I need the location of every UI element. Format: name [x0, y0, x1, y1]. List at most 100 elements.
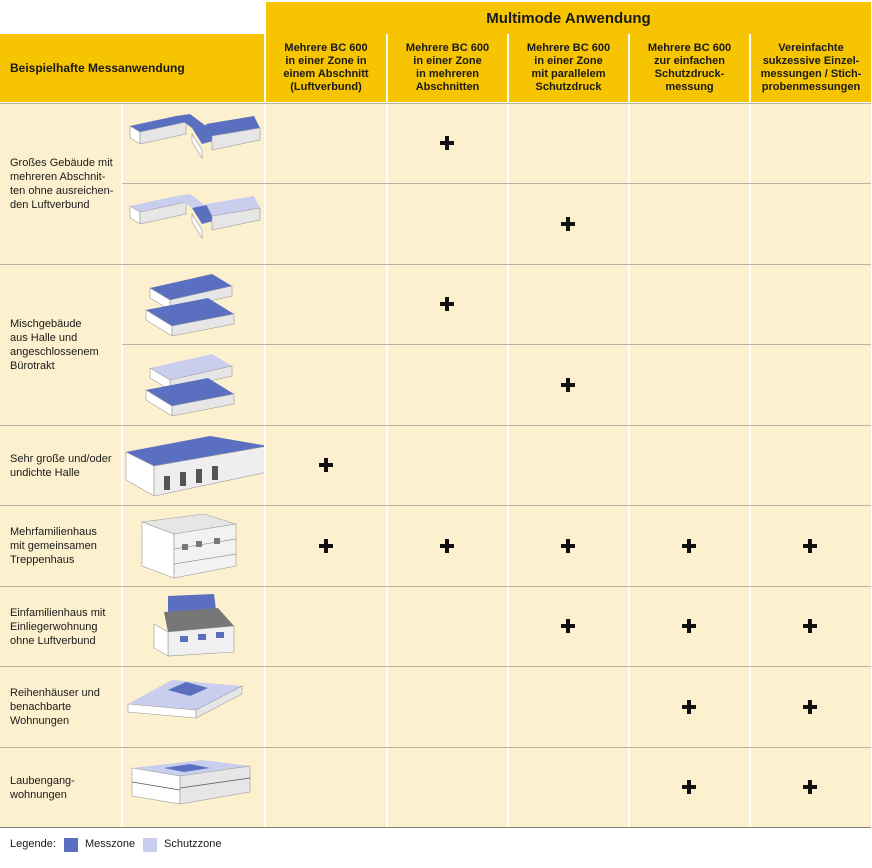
column-header-line: messungen / Stich-: [760, 68, 862, 80]
row-divider: [122, 183, 871, 184]
row-label-line: Reihenhäuser und: [10, 687, 100, 699]
column-header-line: in mehreren: [416, 68, 479, 80]
column-header-line: Mehrere BC 600: [405, 42, 490, 54]
row-label: Großes Gebäude mit mehreren Abschnit- te…: [10, 104, 122, 264]
row-divider: [0, 827, 871, 828]
hall-office-building-illustration: [145, 274, 235, 337]
column-header-line: messung: [665, 81, 714, 93]
row-label-line: wohnungen: [10, 788, 67, 801]
plus-mark: [803, 619, 817, 633]
column-divider: [264, 34, 266, 827]
row-label: Mehrfamilienhaus mit gemeinsamen Treppen…: [10, 506, 122, 586]
plus-mark: [561, 377, 575, 392]
row-label-line: Wohnungen: [10, 715, 70, 727]
apartment-building-illustration: [141, 513, 237, 579]
large-hall-illustration: [125, 436, 264, 497]
row-label-line: benachbarte: [10, 701, 72, 713]
plus-mark: [440, 297, 454, 311]
row-label-header-text: Beispielhafte Messanwendung: [10, 61, 185, 75]
column-divider: [749, 34, 751, 827]
column-header-5: Vereinfachte sukzessive Einzel- messunge…: [751, 34, 871, 102]
column-header-line: Vereinfachte: [778, 42, 844, 54]
plus-mark: [561, 538, 575, 553]
column-header-line: Schutzdruck-: [654, 68, 725, 80]
column-divider: [628, 34, 630, 827]
row-label-line: Großes Gebäude mit: [10, 157, 113, 169]
column-header-line: Mehrere BC 600: [526, 42, 611, 54]
hall-office-building-illustration: [145, 354, 235, 417]
row-divider: [0, 666, 871, 667]
legend-label: Messzone: [85, 838, 136, 850]
plus-mark: [803, 699, 817, 714]
row-label-line: undichte Halle: [10, 466, 80, 479]
column-header-line: probenmessungen: [761, 81, 861, 93]
l-shaped-building-illustration: [129, 114, 261, 160]
column-header-line: Abschnitten: [415, 81, 480, 93]
single-family-house-illustration: [153, 594, 235, 657]
row-label-line: Treppenhaus: [10, 554, 75, 566]
column-header-line: mit parallelem: [531, 68, 606, 80]
column-header-line: Mehrere BC 600: [647, 42, 732, 54]
row-divider: [0, 586, 871, 587]
gallery-apartments-illustration: [131, 760, 251, 805]
row-label-line: aus Halle und: [10, 332, 78, 344]
column-header-line: Mehrere BC 600: [284, 42, 368, 54]
plus-mark: [440, 136, 454, 150]
group-header: Multimode Anwendung: [266, 2, 871, 34]
plus-mark: [319, 458, 333, 472]
row-label-line: Laubengang-: [10, 774, 75, 787]
column-header-line: sukzessive Einzel-: [762, 55, 860, 67]
plus-mark: [319, 538, 333, 553]
plus-mark: [682, 699, 696, 714]
column-header-line: einem Abschnitt: [283, 68, 369, 80]
column-header-2: Mehrere BC 600 in einer Zone in mehreren…: [388, 34, 507, 102]
row-label-line: ohne Luftverbund: [10, 634, 96, 647]
row-houses-illustration: [127, 680, 243, 719]
column-header-line: zur einfachen: [654, 55, 725, 67]
column-divider: [507, 34, 509, 827]
plus-mark: [803, 538, 817, 553]
plus-mark: [440, 538, 454, 553]
row-label: Einfamilienhaus mit Einliegerwohnung ohn…: [10, 587, 122, 666]
row-label-header: Beispielhafte Messanwendung: [0, 34, 264, 102]
column-header-line: in einer Zone: [534, 55, 603, 67]
row-label-line: Sehr große und/oder: [10, 452, 112, 465]
column-header-line: Schutzdruck: [535, 81, 602, 93]
row-label-line: den Luftverbund: [10, 199, 90, 211]
row-label-line: Bürotrakt: [10, 360, 55, 372]
row-divider: [0, 425, 871, 426]
row-divider: [0, 747, 871, 748]
legend-title: Legende:: [10, 838, 56, 850]
plus-mark: [682, 538, 696, 553]
row-label-line: Mehrfamilienhaus: [10, 526, 97, 538]
row-label-line: Mischgebäude: [10, 318, 82, 330]
plus-mark: [803, 780, 817, 794]
plus-mark: [682, 619, 696, 633]
plus-mark: [561, 216, 575, 231]
row-label-line: Einliegerwohnung: [10, 620, 98, 633]
row-label-line: mit gemeinsamen: [10, 540, 97, 552]
row-label: Sehr große und/oder undichte Halle: [10, 426, 122, 505]
plus-mark: [682, 780, 696, 794]
row-divider: [0, 264, 871, 265]
row-label: Reihenhäuser und benachbarte Wohnungen: [10, 667, 122, 747]
row-label-line: angeschlossenem: [10, 346, 99, 358]
l-shaped-building-illustration: [129, 194, 261, 240]
row-divider: [0, 505, 871, 506]
legend-label: Schutzzone: [164, 838, 222, 850]
column-header-1: Mehrere BC 600 in einer Zone in einem Ab…: [266, 34, 386, 102]
plus-mark: [561, 619, 575, 633]
row-label: Laubengang- wohnungen: [10, 748, 122, 827]
column-header-4: Mehrere BC 600 zur einfachen Schutzdruck…: [630, 34, 749, 102]
row-label-line: ten ohne ausreichen-: [10, 185, 114, 197]
column-divider: [386, 34, 388, 827]
building-illustrations: [125, 114, 264, 805]
legend-swatch-protect-zone: [143, 838, 157, 852]
column-header-line: (Luftverbund): [290, 81, 362, 93]
row-label: Mischgebäude aus Halle und angeschlossen…: [10, 265, 122, 425]
column-header-line: in einer Zone: [413, 55, 482, 67]
column-header-line: in einer Zone in: [285, 55, 367, 67]
row-label-line: Einfamilienhaus mit: [10, 606, 106, 619]
row-divider: [0, 103, 871, 104]
column-header-3: Mehrere BC 600 in einer Zone mit paralle…: [509, 34, 628, 102]
